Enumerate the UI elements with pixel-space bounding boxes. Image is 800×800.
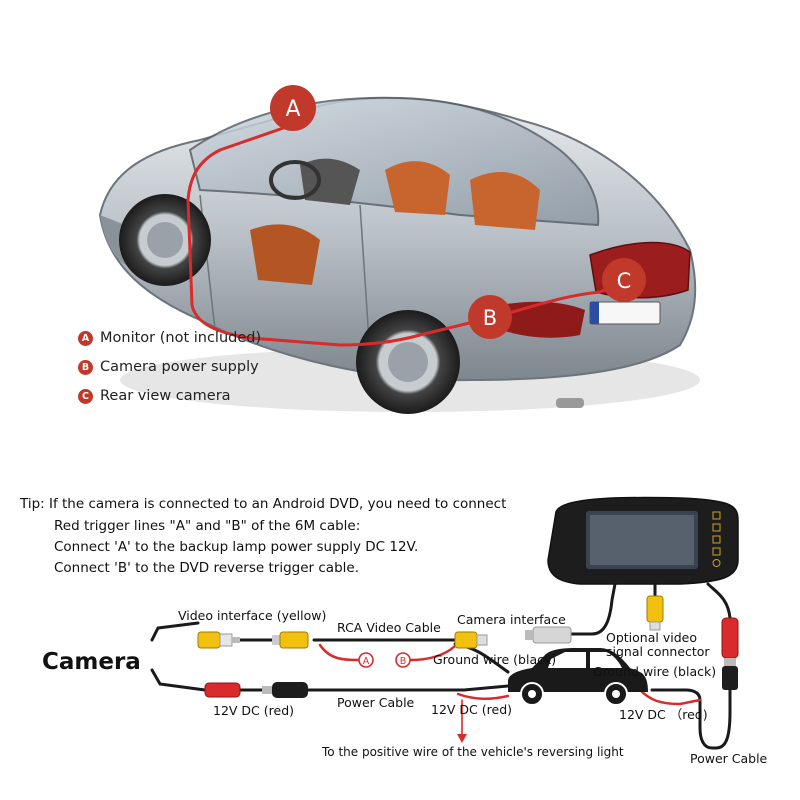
legend-badge-a: A (78, 331, 93, 346)
legend-text-camera: Rear view camera (100, 388, 231, 404)
legend-badge-c: C (78, 389, 93, 404)
trigger-a-badge: A (358, 652, 374, 668)
rca-white-female (525, 626, 572, 644)
dc-label-1: 12V DC (red) (213, 703, 294, 718)
power-cable-label-2: Power Cable (690, 751, 768, 766)
monitor-buttons (712, 511, 721, 567)
ground-wire-label-2: Ground wire (black) (593, 664, 716, 679)
marker-b-label: B (483, 306, 497, 330)
trigger-b-badge: B (395, 652, 411, 668)
tip-line-4: Connect 'B' to the DVD reverse trigger c… (54, 560, 359, 576)
trigger-a-label: A (363, 656, 370, 667)
dc-label-3: 12V DC （red) (619, 707, 708, 722)
tip-line-3: Connect 'A' to the backup lamp power sup… (54, 539, 419, 555)
rca-yellow-female-1 (272, 631, 309, 649)
mirror-monitor (547, 496, 739, 585)
power-cable-label-1: Power Cable (337, 695, 415, 710)
marker-b: B (468, 295, 512, 339)
legend-text-monitor: Monitor (not included) (100, 330, 262, 346)
legend-item-camera: C Rear view camera (78, 388, 231, 404)
dc-black-male (262, 682, 308, 698)
rca-yellow-male-1 (197, 631, 240, 649)
marker-a: A (270, 85, 316, 131)
optional-video-label-1: Optional video (606, 630, 697, 645)
video-interface-label: Video interface (yellow) (178, 608, 326, 623)
reversing-light-label: To the positive wire of the vehicle's re… (321, 745, 624, 759)
dc-red-female (204, 682, 241, 698)
legend-item-monitor: A Monitor (not included) (78, 330, 261, 346)
camera-label: Camera (42, 649, 141, 675)
marker-a-label: A (285, 97, 300, 122)
vehicle-icon (508, 648, 648, 706)
marker-c: C (602, 258, 646, 302)
optional-video-label-2: signal connector (606, 644, 710, 659)
connectors: A B (197, 595, 739, 698)
dc-label-2: 12V DC (red) (431, 702, 512, 717)
rca-yellow-male-2 (454, 631, 488, 649)
tip-line-1: Tip: If the camera is connected to an An… (20, 496, 507, 512)
camera-interface-label: Camera interface (457, 612, 566, 627)
rca-cable-label: RCA Video Cable (337, 620, 441, 635)
car-illustration (98, 96, 700, 414)
tip-line-2: Red trigger lines "A" and "B" of the 6M … (54, 518, 361, 534)
legend-item-power: B Camera power supply (78, 359, 259, 375)
legend-badge-b: B (78, 360, 93, 375)
marker-c-label: C (617, 269, 632, 293)
monitor-power-red-plug (721, 617, 739, 690)
trigger-b-label: B (400, 656, 407, 667)
ground-wire-label-1: Ground wire (black) (433, 652, 556, 667)
legend-text-power: Camera power supply (100, 359, 259, 375)
rca-yellow-optional (646, 595, 664, 631)
